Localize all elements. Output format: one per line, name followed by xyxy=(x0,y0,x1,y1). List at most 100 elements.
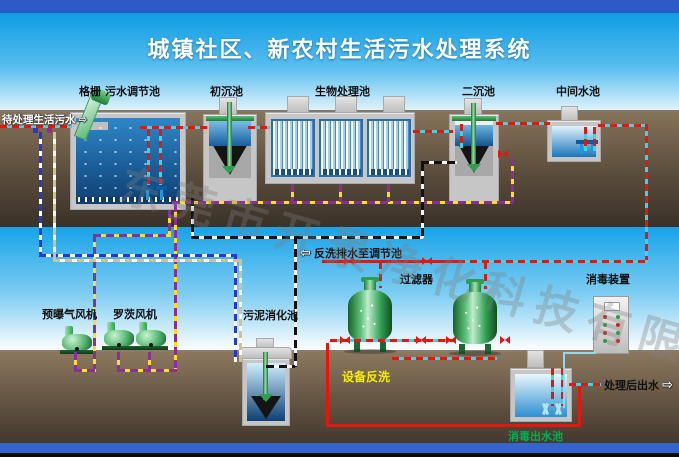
pipe-dosing xyxy=(563,352,565,408)
pipe-fitting xyxy=(47,128,52,133)
digestion-mixer-impeller xyxy=(259,394,273,402)
pipe-blower-hookup xyxy=(117,369,177,372)
top-bar xyxy=(0,0,679,13)
pipe-sludge-secondary xyxy=(421,163,424,238)
pipe-air-branch xyxy=(93,234,171,237)
pipe-air-down-left xyxy=(93,234,96,371)
outlet-pool-vent xyxy=(527,350,544,368)
label-treated-outlet-text: 处理后出水 xyxy=(604,380,659,392)
valve-icon xyxy=(446,336,456,344)
pipe-return-blue xyxy=(39,254,236,257)
pipe-sludge-header xyxy=(191,236,423,239)
label-grille: 格栅 xyxy=(79,86,101,98)
pipe-air-riser-bio xyxy=(339,184,342,202)
bottom-black-strip xyxy=(0,453,679,457)
pipe-air-riser-bio xyxy=(291,184,294,202)
treated-outlet-arrow-icon: ⇨ xyxy=(662,377,673,392)
pipe-bio-to-secondary xyxy=(413,130,453,133)
label-equipment-backwash: 设备反洗 xyxy=(342,370,391,384)
label-primary-tank: 初沉池 xyxy=(210,86,243,98)
secondary-mixer-shaft xyxy=(471,103,476,169)
pipe-air-regulation xyxy=(168,210,171,235)
valve-icon xyxy=(340,336,350,344)
primary-mixer-shaft xyxy=(227,102,232,170)
valve-icon xyxy=(500,336,510,344)
roots-blower xyxy=(134,322,168,350)
label-treated-outlet: 处理后出水 ⇨ xyxy=(604,377,673,393)
panel-display xyxy=(604,302,620,311)
pipe-filter-bottom-b xyxy=(392,357,497,360)
label-backwash-return: ⇦ 反洗排水至调节池 xyxy=(300,245,402,261)
primary-mixer-impeller xyxy=(222,166,236,174)
label-disinfection-device: 消毒装置 xyxy=(586,274,630,286)
pipe-downcomer-right xyxy=(645,124,648,262)
disinfection-panel xyxy=(593,296,629,354)
pipe-filter-feed xyxy=(458,260,648,263)
digestion-mixer-shaft xyxy=(263,352,268,400)
pipe-treated-outlet xyxy=(569,383,601,386)
pipe-filter2-riser xyxy=(484,262,487,289)
pipe-pool-inlet-drop xyxy=(551,368,554,406)
label-raw-inlet: 待处理生活污水 ⇨ xyxy=(2,112,87,127)
filter-vessel xyxy=(449,279,501,356)
bio-media-chamber xyxy=(319,119,363,177)
label-digestion-tank: 污泥消化池 xyxy=(243,310,298,322)
sky-upper xyxy=(0,13,679,110)
pipe-sludge-to-digestion xyxy=(266,365,295,368)
label-roots-blower: 罗茨风机 xyxy=(113,309,157,321)
pipe-return-khaki xyxy=(239,259,242,362)
bio-media-chamber xyxy=(367,119,411,177)
pipe-intermediate-out xyxy=(598,124,646,127)
pipe-raw-inlet xyxy=(0,125,72,128)
pipe-return-khaki xyxy=(53,259,241,262)
valve-icon xyxy=(416,336,426,344)
pipe-blower-hookup xyxy=(74,369,96,372)
pipe-sludge-primary xyxy=(191,198,194,238)
regulation-aeration-strip xyxy=(78,197,178,202)
outlet-pool-diffuser xyxy=(539,401,551,416)
pipe-filter1-riser xyxy=(379,262,382,288)
pipe-regulation-lift xyxy=(159,129,162,185)
raw-inlet-arrow-icon: ⇨ xyxy=(78,114,88,126)
pipe-dosing xyxy=(563,352,596,354)
roots-blower xyxy=(102,322,136,350)
pipe-return-khaki xyxy=(53,132,56,261)
pipe-backwash-loop xyxy=(578,386,581,427)
pipe-primary-to-bio xyxy=(248,126,270,129)
page-title: 城镇社区、新农村生活污水处理系统 xyxy=(147,37,532,62)
pipe-regulation-to-primary xyxy=(140,126,208,129)
valve-icon xyxy=(498,150,508,158)
pipe-air-riser-bio xyxy=(387,184,390,202)
pipe-airlift-secondary xyxy=(511,158,514,202)
pipe-pool-inlet-drop xyxy=(561,368,564,406)
pipe-return-blue xyxy=(234,254,237,362)
pipe-intermediate-drop xyxy=(593,127,596,151)
pipe-fitting xyxy=(33,128,38,133)
pipe-return-blue xyxy=(39,132,42,255)
pipe-blower-hookup xyxy=(117,352,120,371)
pipe-backwash-drain xyxy=(322,260,458,263)
bio-media-chamber xyxy=(271,119,315,177)
label-outlet-pool: 消毒出水池 xyxy=(508,431,563,443)
label-filter: 过滤器 xyxy=(400,274,433,286)
pipe-air-down-right xyxy=(174,204,177,371)
pipe-secondary-to-intermediate xyxy=(496,122,550,125)
secondary-mixer-impeller xyxy=(467,164,481,172)
label-backwash-return-text: 反洗排水至调节池 xyxy=(313,248,402,260)
pipe-sludge-to-digestion xyxy=(294,236,297,367)
footer-bar xyxy=(0,443,679,453)
label-raw-inlet-text: 待处理生活污水 xyxy=(2,114,76,126)
pre-aeration-blower xyxy=(60,326,94,354)
label-pre-aeration-blower: 预曝气风机 xyxy=(42,309,97,321)
pipe-blower-hookup xyxy=(74,352,77,371)
valve-icon xyxy=(422,257,432,265)
label-intermediate-tank: 中间水池 xyxy=(556,86,600,98)
label-regulation-tank: 污水调节池 xyxy=(105,86,160,98)
pipe-secondary-inlet-drop xyxy=(460,124,463,148)
filter-vessel xyxy=(344,277,396,354)
pipe-air-header xyxy=(172,201,513,204)
pipe-intermediate-drop xyxy=(584,127,587,151)
pipe-filter-bottom-a xyxy=(330,339,455,342)
valve-icon xyxy=(344,257,354,265)
